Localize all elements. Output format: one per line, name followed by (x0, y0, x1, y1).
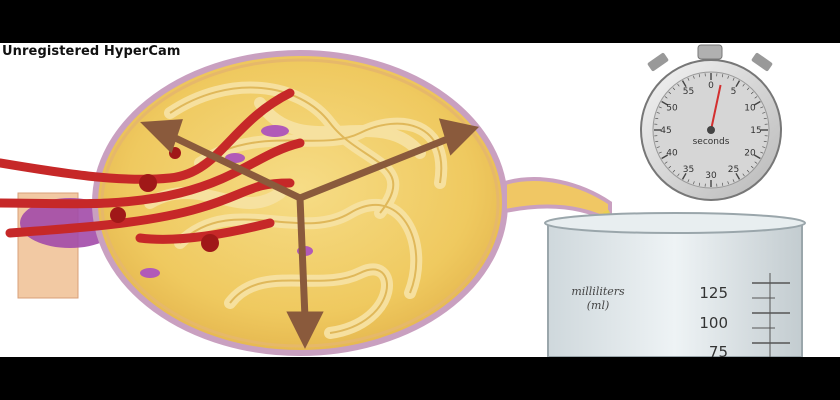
pressure-arrows (140, 118, 480, 349)
stopwatch-mark-5: 5 (731, 87, 737, 97)
stopwatch-mark-45: 45 (660, 126, 671, 136)
stopwatch-mark-50: 50 (666, 104, 678, 114)
stopwatch-tick (672, 87, 676, 91)
stopwatch-hand (710, 84, 722, 131)
stopwatch-tick (661, 154, 669, 160)
stopwatch-tick (698, 74, 701, 78)
stopwatch-tick (656, 112, 660, 114)
stopwatch-tick (727, 181, 729, 185)
stopwatch-tick (754, 96, 758, 99)
stopwatch-tick (661, 100, 669, 106)
stopwatch-tick (677, 173, 680, 177)
red-blood-cells (110, 147, 219, 252)
stopwatch-tick (746, 87, 750, 91)
stopwatch-tick (658, 106, 662, 109)
stopwatch-tick (762, 112, 766, 114)
capillary-outlines (169, 86, 443, 334)
stopwatch-tick (732, 77, 735, 81)
stopwatch-tick (687, 77, 690, 81)
stopwatch-tick (754, 161, 758, 164)
stopwatch-tick (735, 172, 741, 180)
stopwatch-tick (760, 151, 764, 154)
stopwatch-tick (753, 100, 761, 106)
stopwatch-tick (668, 165, 672, 169)
stopwatch-tick (664, 161, 668, 164)
watermark-text: Unregistered HyperCam (2, 44, 181, 59)
stopwatch-tick (750, 165, 754, 169)
stopwatch-mark-40: 40 (666, 149, 678, 159)
stopwatch-tick (672, 169, 676, 173)
stopwatch-mark-35: 35 (683, 165, 694, 175)
stopwatch-tick (746, 169, 750, 173)
stopwatch-mark-10: 10 (744, 104, 756, 114)
stopwatch-tick (681, 80, 687, 88)
stopwatch-tick (763, 140, 767, 143)
stopwatch-tick (668, 91, 672, 95)
stopwatch-tick (721, 74, 724, 78)
stopwatch-tick (760, 106, 764, 109)
stopwatch-tick (656, 146, 660, 148)
stopwatch-tick (735, 80, 741, 88)
stopwatch-tick (742, 173, 745, 177)
stopwatch-unit-label: seconds (693, 137, 730, 147)
stopwatch-tick (742, 83, 745, 87)
animation-frame: 0 5 10 15 20 25 30 35 40 45 50 55 seconds millilite… (0, 43, 840, 357)
stopwatch-tick (753, 154, 761, 160)
stopwatch-tick (762, 146, 766, 148)
stopwatch-mark-30: 30 (705, 171, 717, 181)
stopwatch-tick (693, 181, 695, 185)
stopwatch-mark-0: 0 (708, 81, 714, 91)
afferent-vessels (0, 88, 305, 244)
kidney-filtration-illustration: 0 5 10 15 20 25 30 35 40 45 50 55 seconds millilite… (0, 44, 806, 357)
stopwatch-tick (693, 75, 695, 79)
stopwatch-tick (721, 182, 724, 186)
stopwatch-tick (681, 172, 687, 180)
stopwatch: 0 5 10 15 20 25 30 35 40 45 50 55 seconds (640, 44, 782, 201)
stopwatch-dial-marks: 0 5 10 15 20 25 30 35 40 45 50 55 (654, 73, 768, 187)
stopwatch-mark-55: 55 (683, 87, 694, 97)
beaker-unit-line1: milliliters (571, 285, 625, 298)
beaker-graduation-75: 75 (709, 343, 728, 357)
stopwatch-mark-25: 25 (728, 165, 739, 175)
beaker: milliliters (ml) 125 100 75 (544, 212, 806, 357)
beaker-graduation-100: 100 (699, 314, 728, 332)
stopwatch-tick (655, 140, 659, 143)
stopwatch-tick (750, 91, 754, 95)
beaker-unit-line2: (ml) (587, 299, 610, 312)
stopwatch-tick (658, 151, 662, 154)
stopwatch-tick (727, 75, 729, 79)
stopwatch-tick (655, 117, 659, 120)
stopwatch-mark-20: 20 (744, 149, 756, 159)
stopwatch-tick (732, 179, 735, 183)
stopwatch-tick (677, 83, 680, 87)
beaker-graduation-125: 125 (699, 284, 728, 302)
stopwatch-tick (664, 96, 668, 99)
stopwatch-tick (698, 182, 701, 186)
stopwatch-tick (763, 117, 767, 120)
stopwatch-tick (687, 179, 690, 183)
stopwatch-mark-15: 15 (750, 126, 761, 136)
